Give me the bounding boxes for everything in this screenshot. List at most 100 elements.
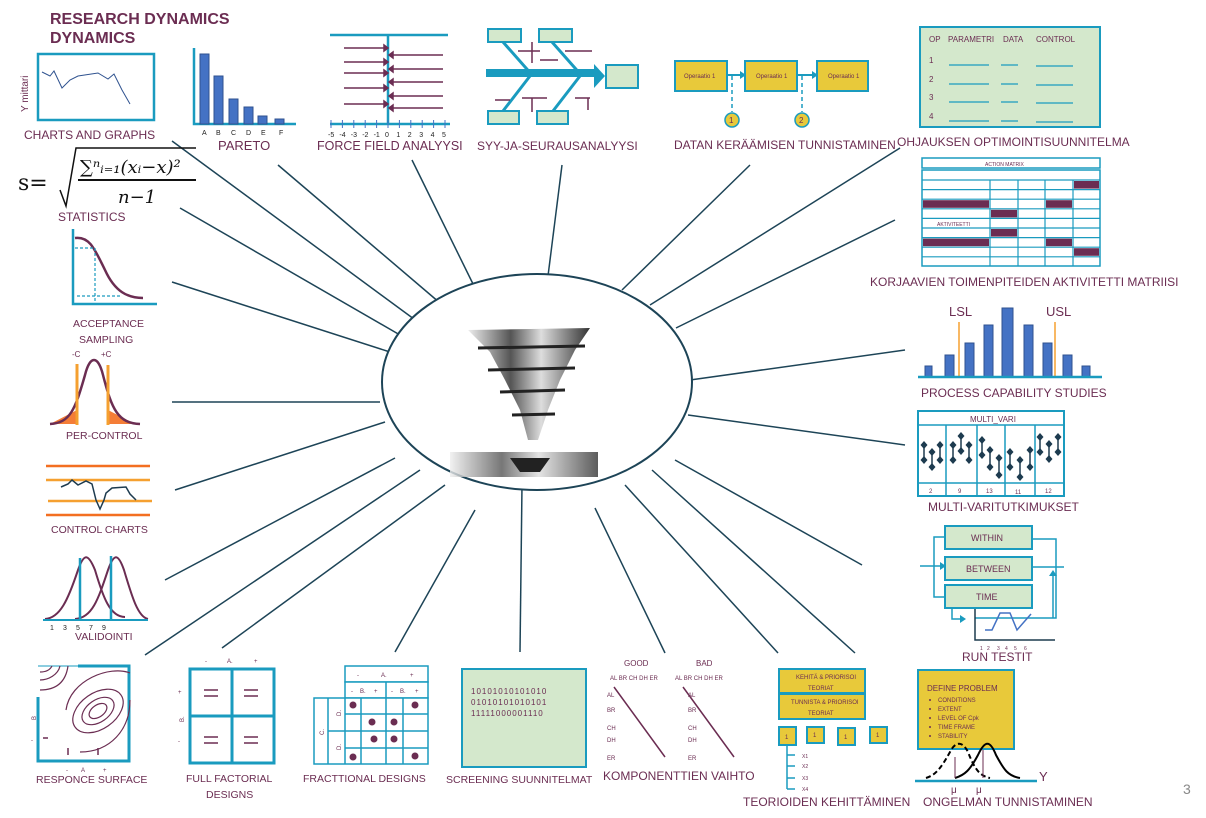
pareto: A B C D E F PARETO [192, 48, 296, 153]
tick-label: 2 [408, 132, 412, 139]
bullet-icon [929, 699, 931, 701]
charts-label: CHARTS AND GRAPHS [24, 128, 155, 142]
data-point [1016, 473, 1024, 481]
data-collection-label: DATAN KERÄÄMISEN TUNNISTAMINEN [674, 138, 896, 152]
x4: X4 [802, 787, 808, 793]
statistics-label: STATISTICS [58, 210, 126, 224]
validation-label: VALIDOINTI [75, 631, 133, 643]
d-label: D. [337, 744, 343, 750]
multi-vari-label: MULTI-VARITUTKIMUKSET [928, 500, 1080, 514]
between-box: BETWEEN [966, 564, 1011, 574]
tick-label: 2 [987, 646, 990, 652]
control-plan-label: OHJAUKSEN OPTIMOINTISUUNNITELMA [897, 135, 1130, 149]
a-plus: + [103, 768, 107, 774]
data-point [1054, 433, 1062, 441]
data-point [936, 456, 944, 464]
row-1: 1 [929, 56, 934, 65]
formula-numerator: ∑ⁿᵢ₌₁(xᵢ−x)² [80, 157, 181, 178]
theory-box: 1 [876, 733, 880, 739]
data-point [965, 456, 973, 464]
component-swap: GOOD BAD AL BR CH DH ER AL BR CH DH ER A… [603, 659, 755, 783]
tick-label: 0 [385, 132, 389, 139]
group-label: 12 [1045, 489, 1052, 495]
a-label: A. [381, 673, 387, 679]
b-plus: + [415, 689, 419, 695]
tick-label: 5 [1014, 646, 1017, 652]
control-charts-label: CONTROL CHARTS [51, 524, 148, 536]
data-point [978, 451, 986, 459]
tick: F [279, 130, 283, 137]
action-matrix: ACTION MATRIX AKTIVITEETTI KORJAAVIEN TO… [870, 157, 1179, 289]
data-collection-flow: Operaatio 1 Operaatio 1 Operaatio 1 1 2 … [674, 60, 896, 152]
formula-denominator: n−1 [118, 187, 156, 208]
tick-label: -2 [362, 132, 368, 139]
data-point [920, 441, 928, 449]
tick-label: -4 [339, 132, 345, 139]
bad-row: DH [688, 738, 697, 744]
data-point [1006, 463, 1014, 471]
funnel-icon [450, 328, 598, 477]
tick: 1 [50, 625, 54, 632]
theory-development: KEHITÄ & PRIORISOI TEORIAT TUNNISTA & PR… [743, 668, 910, 809]
title: RESEARCH DYNAMICS [50, 11, 230, 28]
tick: D [246, 130, 251, 137]
data-point [995, 454, 1003, 462]
tick-label: 4 [1005, 646, 1008, 652]
point-1: 1 [729, 116, 734, 125]
screening-label: SCREENING SUUNNITELMAT [446, 774, 593, 786]
tick-label: 5 [442, 132, 446, 139]
response-surface: - A + B - RESPONCE SURFACE [31, 664, 147, 786]
b-label: B. [360, 689, 366, 695]
tick: 9 [102, 625, 106, 632]
acceptance-label: ACCEPTANCE [73, 318, 144, 330]
usl-label: USL [1046, 304, 1071, 319]
good-row: ER [607, 756, 616, 762]
bullet-item: TIME FRAME [938, 725, 975, 731]
bullet-item: STABILITY [938, 734, 968, 740]
row-2: 2 [929, 75, 934, 84]
box2-line1: TUNNISTA & PRIORISOI [791, 700, 859, 706]
tick: C [231, 130, 236, 137]
box1-line1: KEHITÄ & PRIORISOI [796, 674, 856, 681]
data-point [949, 441, 957, 449]
mu-1: μ [951, 785, 957, 796]
tick-label: -1 [374, 132, 380, 139]
validation: 1 3 5 7 9 VALIDOINTI [43, 556, 149, 643]
activity-cell [923, 200, 989, 208]
data-point [1016, 456, 1024, 464]
center-hub [381, 273, 693, 491]
header-control: CONTROL [1036, 35, 1076, 44]
pre-control: -C +C PER-CONTROL [49, 350, 143, 442]
screening-row: 01010101010101 [471, 698, 547, 707]
title-line2: DYNAMICS [50, 30, 136, 47]
data-point [986, 446, 994, 454]
c-label: C. [320, 729, 326, 735]
row-3: 3 [929, 93, 934, 102]
op-box-3: Operaatio 1 [828, 74, 860, 80]
op-box-2: Operaatio 1 [756, 74, 788, 80]
good-cols: AL BR CH DH ER [610, 676, 658, 682]
tick-label: 4 [431, 132, 435, 139]
fractional-designs: - A. + - B. + - B. + C. D. D. FRACTTIONA… [303, 665, 429, 785]
good-row: BR [607, 708, 616, 714]
run-tests-label: RUN TESTIT [962, 650, 1033, 664]
group-label: 2 [929, 489, 933, 495]
fishbone-label: SYY-JA-SEURAUSANALYYSI [477, 139, 638, 153]
bullet-icon [929, 726, 931, 728]
tick: 5 [76, 625, 80, 632]
tick: B [216, 130, 221, 137]
a-label: A. [227, 659, 233, 665]
data-point [986, 463, 994, 471]
acceptance-label-2: SAMPLING [79, 334, 133, 346]
data-point [949, 456, 957, 464]
activity-cell [991, 209, 1017, 218]
tick: A [202, 130, 207, 137]
full-factorial-label: FULL FACTORIAL [186, 773, 273, 785]
tick-label: -5 [328, 132, 334, 139]
a-plus: + [410, 673, 414, 679]
theories-label: TEORIOIDEN KEHITTÄMINEN [743, 795, 910, 809]
tick-label: 1 [396, 132, 400, 139]
